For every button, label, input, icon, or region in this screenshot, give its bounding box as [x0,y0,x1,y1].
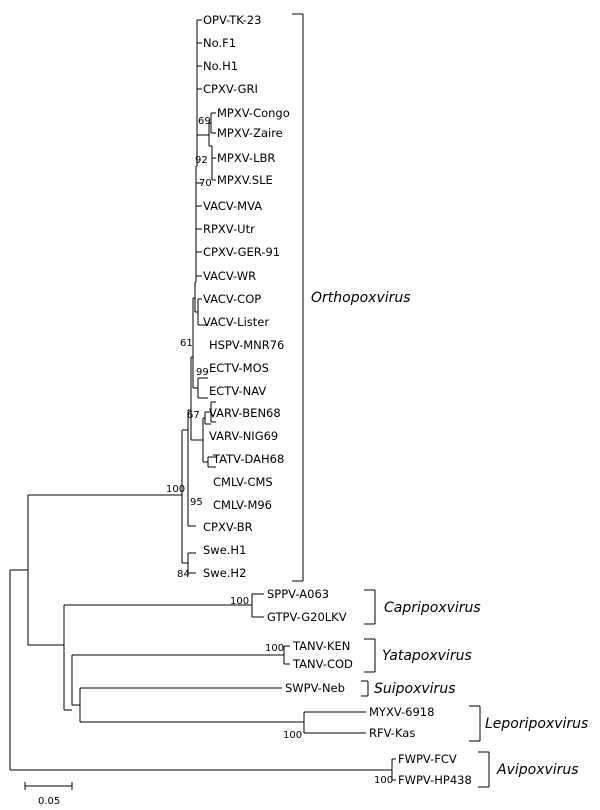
scale-bar: 0.05 [24,782,73,807]
taxon-label: CMLV-CMS [213,475,273,489]
scale-bar-label: 0.05 [38,796,60,807]
taxon-label: ECTV-MOS [209,361,269,375]
genus-labels: Orthopoxvirus Capripoxvirus Yatapoxvirus… [311,290,588,778]
bootstrap-value: 84 [177,569,190,580]
taxon-label: RFV-Kas [369,726,415,740]
genus-label-orthopoxvirus: Orthopoxvirus [311,290,411,306]
taxon-label: SWPV-Neb [285,681,345,695]
bootstrap-value: 92 [195,155,208,166]
genus-brackets [292,13,490,788]
bracket-suipoxvirus [361,680,369,697]
genus-label-capripoxvirus: Capripoxvirus [384,600,481,616]
tree-branches [9,19,396,781]
taxon-label: TANV-KEN [292,639,350,653]
bootstrap-value: 61 [180,338,193,349]
taxon-label: VACV-WR [203,269,256,283]
taxon-label: OPV-TK-23 [203,13,261,27]
bootstrap-value: 100 [230,596,249,607]
taxon-label: MYXV-6918 [369,705,434,719]
bootstrap-value: 100 [374,775,393,786]
taxon-label: VARV-BEN68 [209,406,281,420]
bracket-leporipoxvirus [469,705,481,742]
taxon-label: VACV-COP [203,292,261,306]
bracket-capripoxvirus [364,589,376,625]
bootstrap-value: 67 [187,410,200,421]
genus-label-leporipoxvirus: Leporipoxvirus [485,716,588,732]
taxon-label: SPPV-A063 [267,587,329,601]
bootstrap-value: 100 [283,730,302,741]
taxon-label: GTPV-G20LKV [267,610,347,624]
taxon-label: CPXV-GRI [203,82,258,96]
taxon-label: VACV-Lister [203,315,269,329]
taxon-label: FWPV-FCV [398,752,457,766]
taxon-labels: OPV-TK-23 No.F1 No.H1 CPXV-GRI MPXV-Cong… [203,13,472,787]
bootstrap-value: 99 [196,367,209,378]
taxon-label: RPXV-Utr [203,222,255,236]
bracket-avipoxvirus [478,751,490,788]
taxon-label: Swe.H1 [203,543,246,557]
taxon-label: CPXV-BR [203,520,253,534]
genus-label-yatapoxvirus: Yatapoxvirus [382,648,472,664]
taxon-label: No.F1 [203,36,236,50]
taxon-label: VARV-NIG69 [209,429,278,443]
taxon-label: MPXV-Zaire [217,126,283,140]
taxon-label: VACV-MVA [203,199,262,213]
genus-label-avipoxvirus: Avipoxvirus [496,762,579,778]
taxon-label: MPXV.SLE [217,173,273,187]
bracket-yatapoxvirus [364,638,376,673]
taxon-label: Swe.H2 [203,566,246,580]
bootstrap-value: 100 [265,643,284,654]
bracket-orthopoxvirus [292,13,304,582]
bootstrap-value: 69 [198,116,211,127]
taxon-label: TANV-COD [292,657,353,671]
taxon-label: No.H1 [203,59,238,73]
taxon-label: MPXV-LBR [217,151,275,165]
bootstrap-value: 95 [190,497,203,508]
taxon-label: TATV-DAH68 [212,452,284,466]
bootstrap-value: 70 [199,178,212,189]
taxon-label: CPXV-GER-91 [203,245,280,259]
taxon-label: CMLV-M96 [213,498,272,512]
taxon-label: MPXV-Congo [217,106,290,120]
taxon-label: HSPV-MNR76 [209,338,284,352]
taxon-label: FWPV-HP438 [398,773,472,787]
taxon-label: ECTV-NAV [209,384,266,398]
genus-label-suipoxvirus: Suipoxvirus [374,681,455,697]
bootstrap-values: 69 92 70 61 99 67 95 100 84 100 100 100 … [166,116,393,786]
bootstrap-value: 100 [166,484,185,495]
